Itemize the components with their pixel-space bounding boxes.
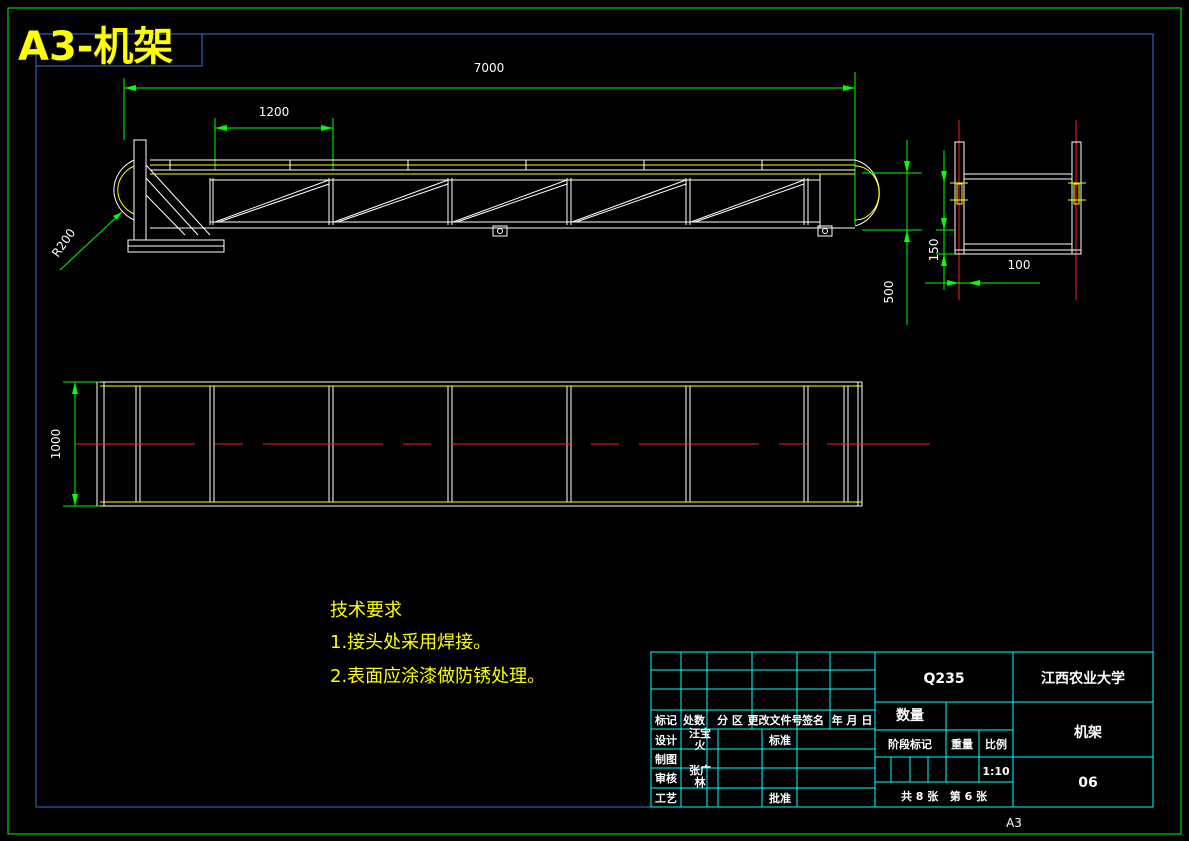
scale-label: 比例 (985, 737, 1007, 751)
dim-1200: 1200 (259, 105, 290, 119)
outer-border (7, 7, 1182, 835)
title-tag-frame (35, 33, 203, 67)
dim-150: 150 (927, 239, 941, 262)
design-name: 汪宝火 (689, 726, 711, 752)
rev-header-doc: 更改文件号 (748, 713, 803, 727)
title-block: 标记 处数 分 区 更改文件号 签名 年 月 日 设计 汪宝火 标准 制图 审核… (650, 651, 1154, 808)
plan-view: 1000 (49, 381, 930, 507)
dim-500: 500 (882, 281, 896, 304)
rev-header-count: 处数 (682, 713, 706, 727)
school-name: 江西农业大学 (1041, 670, 1125, 687)
rev-header-date: 年 月 日 (832, 713, 873, 727)
dim-100: 100 (1008, 258, 1031, 272)
design-name-line-1: 汪宝 (689, 726, 711, 740)
notes-line-2: 2.表面应涂漆做防锈处理。 (330, 666, 545, 687)
notes-heading: 技术要求 (330, 600, 402, 621)
material: Q235 (923, 671, 964, 687)
design-label: 设计 (655, 733, 677, 747)
review-name-line-2: 林 (695, 775, 706, 789)
side-view: 150 100 (925, 120, 1086, 300)
standard-label: 标准 (768, 733, 791, 747)
inner-border (35, 33, 1154, 808)
quantity-label: 数量 (896, 707, 924, 724)
craft-label: 工艺 (655, 791, 677, 805)
sheet-count: 共 8 张 第 6 张 (901, 789, 988, 803)
rev-header-zone: 分 区 (717, 713, 743, 727)
part-name: 机架 (1074, 724, 1102, 741)
stage-label: 阶段标记 (888, 737, 932, 751)
drawing-label: 制图 (655, 752, 677, 766)
review-name: 张广林 (689, 763, 711, 789)
front-view: 7000 1200 (49, 61, 922, 325)
dim-1000: 1000 (49, 429, 63, 460)
scale-value: 1:10 (982, 765, 1010, 778)
approve-label: 批准 (769, 791, 791, 805)
design-name-line-2: 火 (695, 739, 707, 752)
drawing-number: 06 (1078, 775, 1097, 791)
rev-header-sign: 签名 (801, 713, 824, 727)
dim-7000: 7000 (474, 61, 505, 75)
rev-header-mark: 标记 (654, 713, 677, 727)
review-name-line-1: 张广 (689, 763, 711, 777)
review-label: 审核 (655, 771, 677, 785)
drawing-title: A3-机架 (18, 24, 173, 70)
dim-r200: R200 (49, 226, 78, 260)
notes-line-1: 1.接头处采用焊接。 (330, 632, 491, 653)
paper-size: A3 (1006, 816, 1022, 830)
weight-label: 重量 (951, 737, 973, 751)
